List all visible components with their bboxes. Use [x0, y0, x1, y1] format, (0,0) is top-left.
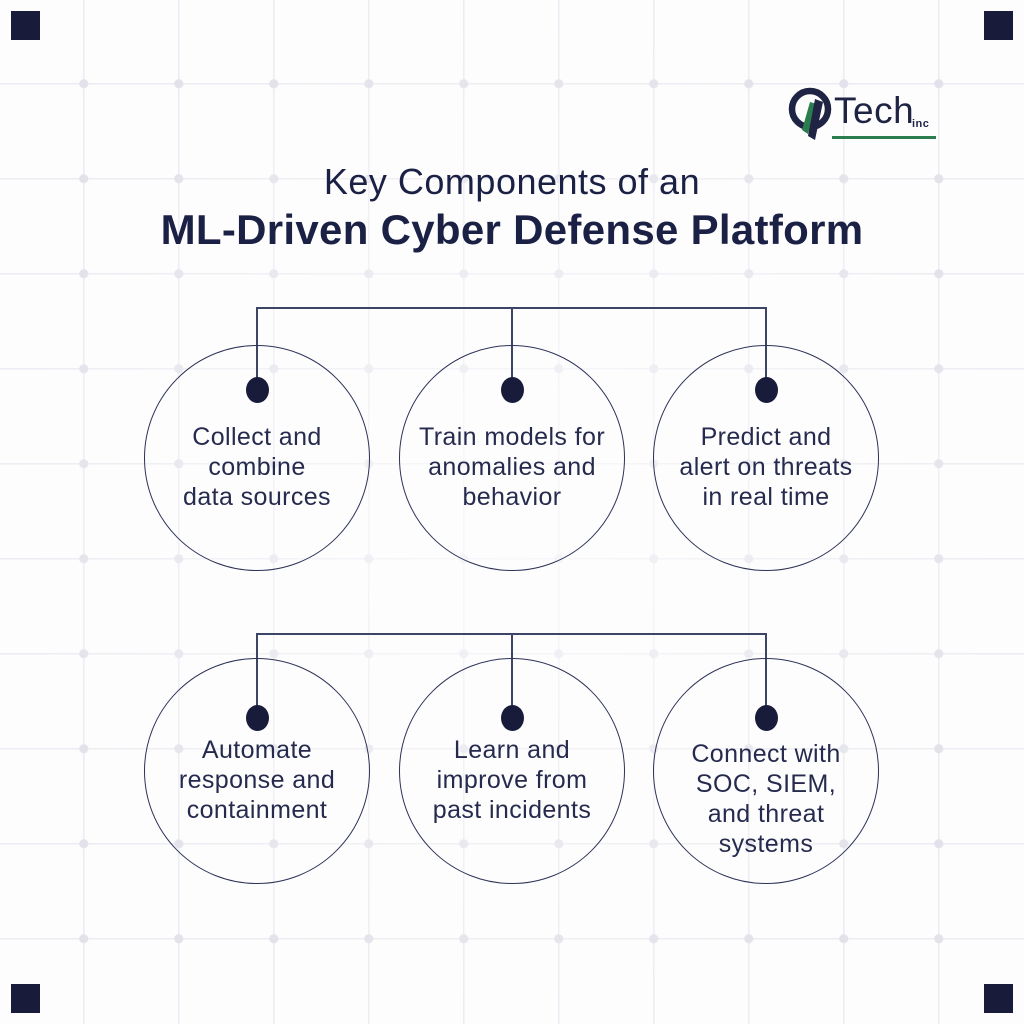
node-label-4: Automate response and containment [152, 735, 362, 825]
corner-square-bottom-right [984, 984, 1013, 1013]
title-line-1: Key Components of an [323, 161, 701, 202]
corner-square-bottom-left [11, 984, 40, 1013]
node-label-1: Collect and combine data sources [152, 422, 362, 512]
title-line-2: ML-Driven Cyber Defense Platform [160, 206, 864, 253]
label-line: anomalies and [428, 453, 596, 481]
label-line: combine [208, 453, 306, 481]
brand-underline [832, 136, 936, 139]
corner-square-top-left [11, 11, 40, 40]
brand-name: Tech [834, 90, 915, 131]
component-circle-6: Connect with SOC, SIEM, and threat syste… [653, 658, 879, 884]
label-line: alert on threats [679, 453, 853, 481]
label-line: containment [186, 796, 328, 824]
label-line: Collect and [192, 423, 322, 451]
label-line: past incidents [432, 796, 592, 824]
label-line: Automate [201, 736, 313, 764]
brand-logo: Tech inc [788, 84, 973, 146]
component-circle-2: Train models for anomalies and behavior [399, 345, 625, 571]
node-label-5: Learn and improve from past incidents [407, 735, 617, 825]
node-label-6: Connect with SOC, SIEM, and threat syste… [661, 739, 871, 859]
brand-suffix: inc [912, 118, 930, 130]
component-circle-3: Predict and alert on threats in real tim… [653, 345, 879, 571]
corner-square-top-right [984, 11, 1013, 40]
label-line: improve from [436, 766, 588, 794]
node-label-3: Predict and alert on threats in real tim… [661, 422, 871, 512]
label-line: and threat [707, 800, 825, 828]
label-line: data sources [183, 483, 331, 511]
label-line: behavior [462, 483, 562, 511]
label-line: Learn and [453, 736, 571, 764]
label-line: Connect with [691, 740, 841, 768]
node-label-2: Train models for anomalies and behavior [407, 422, 617, 512]
label-line: SOC, SIEM, [695, 770, 837, 798]
label-line: Train models for [418, 423, 606, 451]
label-line: response and [178, 766, 336, 794]
label-line: in real time [702, 483, 830, 511]
q-logo-icon [788, 87, 832, 140]
component-circle-1: Collect and combine data sources [144, 345, 370, 571]
label-line: Predict and [700, 423, 832, 451]
component-circle-4: Automate response and containment [144, 658, 370, 884]
label-line: systems [718, 830, 814, 858]
component-circle-5: Learn and improve from past incidents [399, 658, 625, 884]
